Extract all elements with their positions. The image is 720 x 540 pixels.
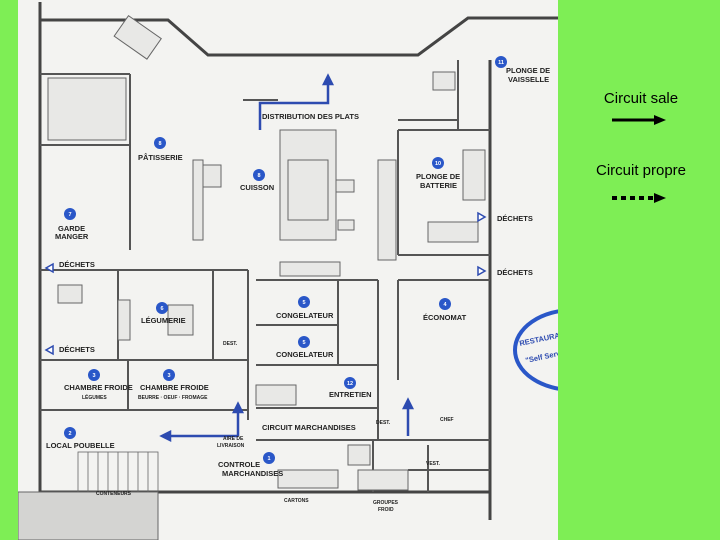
- dotted-arrow-icon: [612, 193, 666, 203]
- room-labels: PLONGE DE VAISSELLE DISTRIBUTION DES PLA…: [46, 66, 558, 513]
- label-local-poubelle: LOCAL POUBELLE: [46, 441, 115, 450]
- label-dechets-3: DÉCHETS: [497, 214, 533, 223]
- floor-plan: 11 8 8 10 7 6 5 5 4 3 3 12 2 1 PLONGE DE…: [18, 0, 558, 540]
- label-chambre-beurre-2: BEURRE · OEUF · FROMAGE: [138, 395, 208, 401]
- label-dechets-2: DÉCHETS: [59, 345, 95, 354]
- label-garde-manger-1: GARDE: [58, 224, 85, 233]
- label-groupes-2: FROID: [378, 507, 394, 513]
- badge-5b: 5: [302, 340, 305, 346]
- label-garde-manger-2: MANGER: [55, 232, 89, 241]
- restaurant-circle: [513, 309, 558, 391]
- label-controle-2: MARCHANDISES: [222, 469, 283, 478]
- label-chambre-beurre-1: CHAMBRE FROIDE: [140, 383, 209, 392]
- label-chef: CHEF: [440, 417, 454, 423]
- badge-1: 1: [267, 456, 270, 462]
- solid-arrow-icon: [612, 115, 666, 125]
- label-dechets-4: DÉCHETS: [497, 268, 533, 277]
- badge-6: 6: [160, 306, 163, 312]
- label-circuit-marchandises: CIRCUIT MARCHANDISES: [262, 423, 356, 432]
- legend-clean-label: Circuit propre: [595, 162, 687, 179]
- equipment: [47, 15, 486, 491]
- label-congelateur-1: CONGELATEUR: [276, 311, 334, 320]
- room-badges: 11 8 8 10 7 6 5 5 4 3 3 12 2 1: [64, 56, 507, 464]
- badge-7: 7: [68, 212, 71, 218]
- label-restaurant-1: RESTAURA: [519, 330, 558, 347]
- label-distribution: DISTRIBUTION DES PLATS: [262, 112, 359, 121]
- label-controle-1: CONTROLE: [218, 460, 260, 469]
- label-cuisson: CUISSON: [240, 183, 274, 192]
- label-economat: ÉCONOMAT: [423, 313, 467, 322]
- label-chambre-legumes-1: CHAMBRE FROIDE: [64, 383, 133, 392]
- outer-walls: [38, 2, 558, 520]
- badge-4: 4: [443, 302, 447, 308]
- badge-5a: 5: [302, 300, 305, 306]
- label-chambre-legumes-2: LÉGUMES: [82, 393, 107, 401]
- label-groupes-1: GROUPES: [373, 500, 399, 506]
- label-cartons: CARTONS: [284, 498, 309, 504]
- label-conteneurs: CONTENEURS: [96, 491, 132, 497]
- interior-walls: [40, 60, 490, 492]
- badge-3b: 3: [167, 373, 170, 379]
- stairs: [77, 451, 159, 493]
- waste-arrows: [44, 211, 487, 356]
- label-restaurant-2: "Self Serv: [525, 349, 558, 365]
- label-dest-2: DEST.: [376, 420, 391, 426]
- badge-cuisson: 8: [257, 173, 260, 179]
- container-area: [18, 491, 159, 540]
- label-plonge-batterie-2: BATTERIE: [420, 181, 457, 190]
- badge-10: 10: [435, 161, 441, 167]
- legend: Circuit sale Circuit propre: [562, 0, 720, 540]
- badge-12: 12: [347, 381, 353, 387]
- label-dest: DEST.: [223, 341, 238, 347]
- badge-3a: 3: [92, 373, 95, 379]
- label-dechets-1: DÉCHETS: [59, 260, 95, 269]
- label-plonge-vaisselle-1: PLONGE DE: [506, 66, 550, 75]
- label-entretien: ENTRETIEN: [329, 390, 372, 399]
- legend-dirty-label: Circuit sale: [603, 90, 679, 107]
- label-legumerie: LÉGUMERIE: [141, 316, 186, 325]
- badge-11: 11: [498, 60, 504, 66]
- label-aire-livraison-1: AIRE DE: [223, 436, 244, 442]
- label-patisserie: PÂTISSERIE: [138, 153, 183, 162]
- badge-patisserie: 8: [158, 141, 161, 147]
- label-plonge-vaisselle-2: VAISSELLE: [508, 75, 549, 84]
- floor-plan-drawing: 11 8 8 10 7 6 5 5 4 3 3 12 2 1 PLONGE DE…: [18, 2, 558, 540]
- label-aire-livraison-2: LIVRAISON: [217, 443, 245, 449]
- label-vest: VEST.: [426, 461, 441, 467]
- badge-2: 2: [68, 431, 71, 437]
- label-congelateur-2: CONGELATEUR: [276, 350, 334, 359]
- clean-circuit-arrows: [159, 73, 415, 443]
- label-plonge-batterie-1: PLONGE DE: [416, 172, 460, 181]
